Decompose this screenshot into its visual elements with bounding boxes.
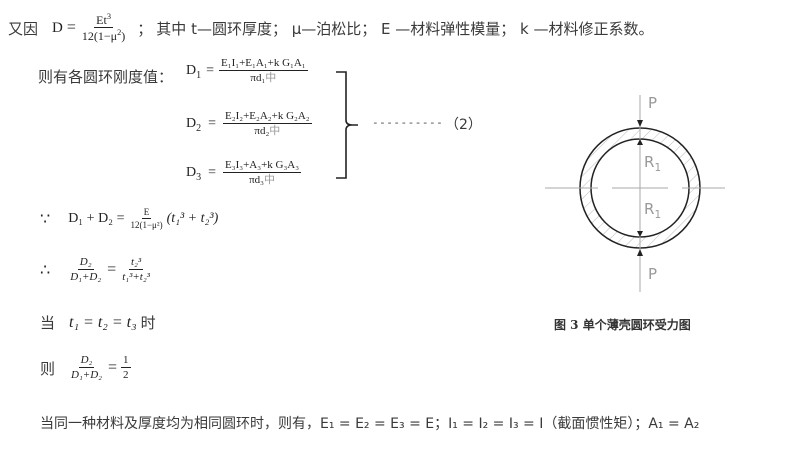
therefore-line: ∴ D₂ D₁+D₂ = t₂³ t₁³+t₂³ xyxy=(40,256,150,283)
radius-label-bottom: R1 xyxy=(644,200,662,221)
equation-d3: D3 = E₃I₃+A₃+k G₃A₃ πd₃中 xyxy=(186,159,302,186)
radius-label-top: R1 xyxy=(644,153,662,174)
load-label-top: P xyxy=(648,94,658,112)
semicolon: ； xyxy=(137,19,153,38)
d2-fraction: E₂I₂+E₂A₂+k G₂A₂ πd₂中 xyxy=(223,110,312,137)
because-symbol: ∵ xyxy=(40,211,51,228)
equation-d2: D2 = E₂I₂+E₂A₂+k G₂A₂ πd₂中 xyxy=(186,110,312,137)
load-label-bottom: P xyxy=(648,265,658,283)
figure-caption: 图 3 单个薄壳圆环受力图 xyxy=(554,318,691,332)
thin-shell-ring-figure xyxy=(545,95,725,292)
equation-number: （2） xyxy=(445,117,482,133)
conclusion-line: 当同一种材料及厚度均为相同圆环时，则有，E₁ = E₂ = E₃ = E；I₁ … xyxy=(40,416,700,432)
intro-prefix: 又因 xyxy=(8,19,39,38)
therefore-symbol: ∴ xyxy=(40,262,51,279)
equals-sign: = xyxy=(66,19,76,36)
stiffness-intro: 则有各圆环刚度值： xyxy=(38,68,174,86)
because-fraction: E 12(1−μ²) xyxy=(130,207,163,230)
when-line: 当 t₁ = t₂ = t₃ 时 xyxy=(40,313,156,333)
intro-line: 又因 D = Et3 12(1−μ2) ； 其中 t—圆环厚度； μ—泊松比； … xyxy=(8,8,654,48)
equation-d1: D1 = E₁I₁+E₁A₁+k G₁A₁ πd₁中 xyxy=(186,57,308,84)
then-line: 则 D₂ D₁+D₂ = 1 2 xyxy=(40,354,131,381)
dashes: ---------- xyxy=(372,116,444,129)
right-brace-icon xyxy=(336,71,358,179)
d-label: D xyxy=(52,19,63,36)
stiffness-formula: Et3 12(1−μ2) xyxy=(81,12,126,43)
because-line: ∵ D₁ + D₂ = E 12(1−μ²) (t₁³ + t₂³) xyxy=(40,207,219,230)
variable-definitions: 其中 t—圆环厚度； μ—泊松比； E —材料弹性模量； k —材料修正系数。 xyxy=(156,19,654,38)
d1-fraction: E₁I₁+E₁A₁+k G₁A₁ πd₁中 xyxy=(219,57,308,84)
d3-fraction: E₃I₃+A₃+k G₃A₃ πd₃中 xyxy=(223,159,302,186)
